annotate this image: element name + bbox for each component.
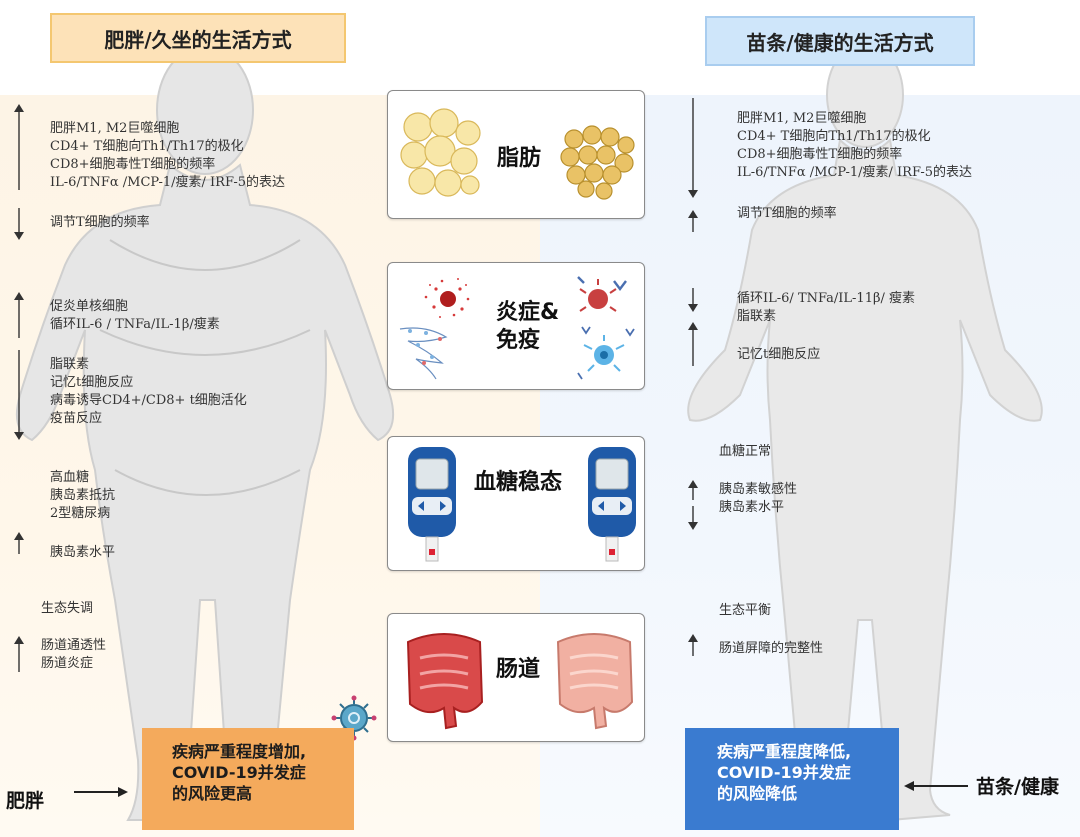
label-obese: 肥胖	[6, 790, 45, 812]
label-slim: 苗条/健康	[976, 776, 1059, 798]
arrow-left-slim	[904, 781, 968, 791]
panel-fat: 脂肪	[387, 90, 645, 219]
up-arrow-insulin-left	[14, 532, 24, 554]
up-arrow-fat-left	[14, 104, 24, 190]
glucometer-right-icon	[588, 447, 636, 562]
virus-icon	[331, 695, 377, 741]
left-gut-up-text: 肠道通透性肠道炎症	[41, 638, 107, 671]
up-arrow-inflam-left	[14, 292, 24, 338]
down-arrow-treg-left	[14, 208, 24, 240]
right-inflam-down-text: 循环IL-6/ TNFa/IL-11β/ 瘦素脂联素	[737, 291, 915, 324]
left-inflam-down-text: 脂联素记忆t细胞反应病毒诱导CD4+/CD8+ t细胞活化疫苗反应	[50, 357, 247, 426]
panel-gut: 肠道	[387, 613, 645, 742]
left-gut-state-text: 生态失调	[41, 601, 94, 616]
panel-glucose: 血糖稳态	[387, 436, 645, 571]
up-arrow-insulin-right	[688, 480, 698, 500]
outcome-left-box: 疾病严重程度增加,COVID-19并发症的风险更高	[142, 728, 354, 830]
immune-cells-icon	[577, 276, 635, 380]
down-arrow-insulin-right	[688, 506, 698, 530]
right-gut-barrier-text: 肠道屏障的完整性	[719, 641, 824, 656]
up-arrow-gut-right	[688, 634, 698, 656]
right-memory-text: 记忆t细胞反应	[737, 347, 821, 362]
fat-cells-small-icon	[560, 125, 635, 200]
glucometer-left-icon	[408, 447, 456, 562]
obese-body-figure	[16, 45, 394, 824]
right-treg-text: 调节T细胞的频率	[737, 206, 837, 221]
gut-healthy-icon	[556, 633, 634, 730]
left-insulin-text: 胰岛素水平	[50, 545, 116, 560]
left-inflam-up-text: 促炎单核细胞循环IL-6 / TNFa/IL-1β/瘦素	[50, 299, 220, 332]
panel-fat-label: 脂肪	[497, 146, 542, 171]
left-treg-text: 调节T细胞的频率	[50, 215, 150, 230]
slim-body-figure	[687, 42, 1043, 822]
right-insulin-text: 胰岛素敏感性胰岛素水平	[719, 482, 798, 515]
up-arrow-memory-right	[688, 322, 698, 366]
right-title: 苗条/健康的生活方式	[705, 16, 975, 66]
outcome-right-box: 疾病严重程度降低,COVID-19并发症的风险降低	[685, 728, 899, 830]
down-arrow-fat-right	[688, 98, 698, 198]
fat-cells-large-icon	[400, 108, 481, 197]
right-gut-state-text: 生态平衡	[719, 603, 772, 618]
down-arrow-adiponectin-left	[14, 350, 24, 440]
arrow-right-obese	[74, 787, 128, 797]
inflammation-cells-icon	[399, 278, 470, 380]
panel-glucose-label: 血糖稳态	[474, 470, 563, 495]
panel-inflammation-label: 炎症& 免疫	[496, 300, 560, 353]
panel-inflammation: 炎症& 免疫	[387, 262, 645, 390]
left-title: 肥胖/久坐的生活方式	[50, 13, 346, 63]
gut-inflamed-icon	[406, 633, 484, 730]
panel-gut-label: 肠道	[496, 657, 541, 682]
up-arrow-treg-right	[688, 210, 698, 232]
right-glucose-text: 血糖正常	[719, 444, 772, 459]
down-arrow-inflam-right	[688, 288, 698, 312]
up-arrow-gut-left	[14, 636, 24, 672]
